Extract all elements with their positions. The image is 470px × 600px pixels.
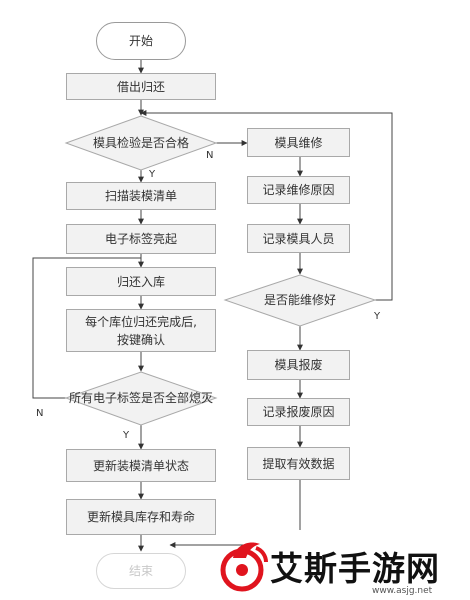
loop-alltags-no: [32, 257, 141, 399]
return-stock-box: 归还入库: [66, 267, 216, 296]
confirm-line-2: 按键确认: [116, 332, 165, 347]
record-reason-box: 记录维修原因: [247, 176, 350, 204]
tag-light-box: 电子标签亮起: [66, 224, 216, 254]
all-tags-off-label: 所有电子标签是否全部熄灭: [68, 391, 213, 405]
update-stock-box: 更新模具库存和寿命: [66, 499, 216, 535]
check-qualified-label: 模具检验是否合格: [92, 136, 189, 150]
watermark-logo-icon: [220, 542, 268, 592]
record-scrap-box: 记录报废原因: [247, 398, 350, 426]
watermark: 艾斯手游网 www.asjg.net: [214, 536, 470, 600]
check-qualified-diamond: [64, 115, 218, 171]
repairok-yes-label: Y: [374, 311, 381, 322]
extract-data-box: 提取有效数据: [247, 447, 350, 480]
check-no-label: N: [206, 150, 214, 161]
watermark-text: 艾斯手游网: [270, 549, 440, 588]
update-list-box: 更新装模清单状态: [66, 449, 216, 482]
confirm-box: 每个库位归还完成后, 按键确认: [66, 309, 216, 352]
loop-repairok-yes: [140, 110, 393, 301]
scan-list-box: 扫描装模清单: [66, 182, 216, 210]
check-yes-label: Y: [149, 169, 156, 180]
repair-ok-label: 是否能维修好: [263, 293, 336, 307]
scrap-box: 模具报废: [247, 350, 350, 380]
start-node: 开始: [96, 22, 186, 60]
confirm-line-1: 每个库位归还完成后,: [85, 314, 197, 329]
end-node: 结束: [96, 553, 186, 589]
repair-ok-diamond: [223, 274, 377, 327]
all-tags-off-diamond: [64, 371, 218, 426]
watermark-url: www.asjg.net: [372, 586, 433, 596]
borrow-return-box: 借出归还: [66, 73, 216, 100]
alltags-yes-label: Y: [123, 430, 130, 441]
repair-box: 模具维修: [247, 128, 350, 157]
alltags-no-label: N: [36, 408, 44, 419]
record-person-box: 记录模具人员: [247, 224, 350, 253]
